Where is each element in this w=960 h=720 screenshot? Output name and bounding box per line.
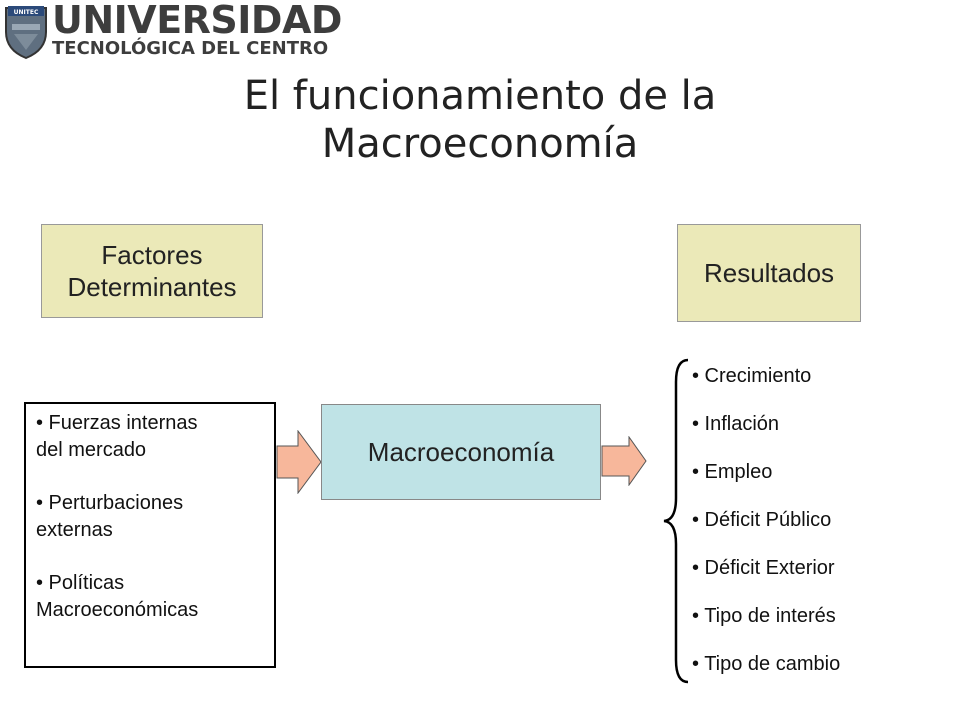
- right-arrow-icon: [276, 430, 322, 494]
- resultados-box: Resultados: [677, 224, 861, 322]
- factores-line1: Factores: [101, 240, 203, 270]
- factores-determinantes-box: Factores Determinantes: [41, 224, 263, 318]
- input-factor-line: externas: [36, 519, 113, 541]
- logo-line1: UNIVERSIDAD: [52, 0, 342, 42]
- outcome-item: • Inflación: [692, 413, 780, 435]
- input-factor-line: del mercado: [36, 439, 147, 461]
- input-factor-item: • Perturbaciones externas: [36, 490, 266, 544]
- title-line2: Macroeconomía: [321, 121, 639, 167]
- page-title: El funcionamiento de la Macroeconomía: [0, 72, 960, 168]
- input-factor-line: Macroeconómicas: [36, 599, 199, 621]
- shield-emblem-icon: UNITEC: [5, 6, 47, 60]
- input-factors-box: • Fuerzas internas del mercado • Perturb…: [24, 402, 276, 668]
- resultados-label: Resultados: [703, 258, 835, 288]
- input-factor-line: • Perturbaciones: [36, 492, 184, 514]
- curly-brace-icon: [663, 358, 689, 684]
- logo-line2: TECNOLÓGICA DEL CENTRO: [52, 38, 329, 59]
- outcomes-list: • Crecimiento • Inflación • Empleo • Déf…: [692, 356, 952, 692]
- input-factor-line: • Fuerzas internas: [36, 412, 198, 434]
- outcome-item: • Tipo de interés: [692, 605, 836, 627]
- macroeconomia-box: Macroeconomía: [321, 404, 601, 500]
- factores-line2: Determinantes: [67, 272, 237, 302]
- outcome-item: • Déficit Exterior: [692, 557, 835, 579]
- outcome-item: • Empleo: [692, 461, 773, 483]
- input-factor-item: • Políticas Macroeconómicas: [36, 570, 266, 624]
- logo-badge-text: UNITEC: [14, 9, 39, 16]
- title-line1: El funcionamiento de la: [243, 73, 717, 119]
- macroeconomia-label: Macroeconomía: [367, 436, 555, 467]
- right-arrow-icon: [601, 436, 647, 486]
- university-logo: UNITEC UNIVERSIDAD TECNOLÓGICA DEL CENTR…: [0, 0, 342, 64]
- outcome-item: • Déficit Público: [692, 509, 832, 531]
- input-factor-item: • Fuerzas internas del mercado: [36, 410, 266, 464]
- outcome-item: • Tipo de cambio: [692, 653, 841, 675]
- input-factor-line: • Políticas: [36, 572, 125, 594]
- outcome-item: • Crecimiento: [692, 365, 812, 387]
